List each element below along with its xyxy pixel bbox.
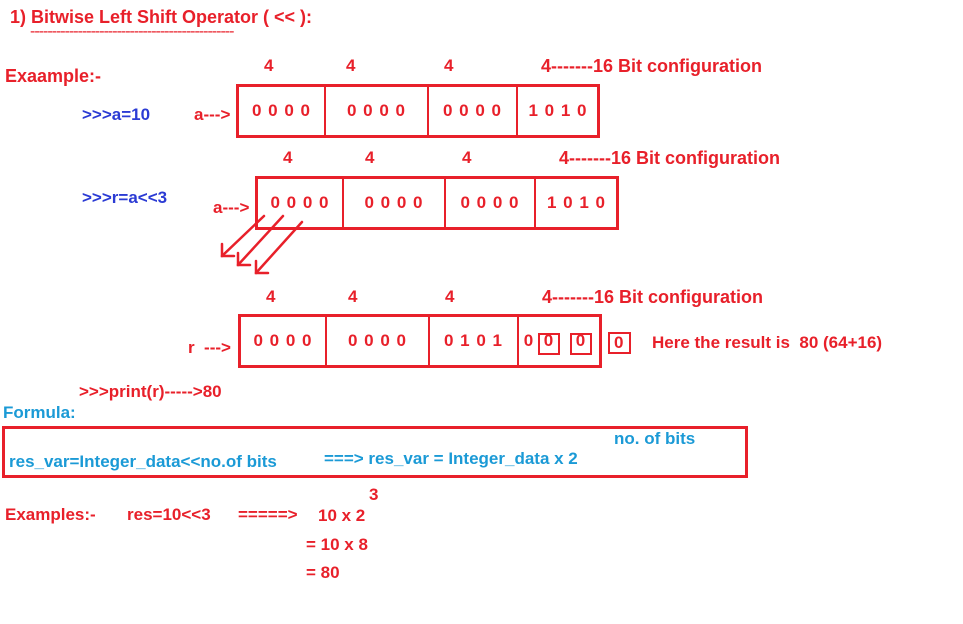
s3-pointer: r ---> [188, 338, 231, 357]
shift-arrow-3-line [254, 220, 304, 275]
s2-bit-box: 0 0 0 0 0 0 0 0 0 0 0 0 1 0 1 0 [255, 176, 619, 230]
s2-cell-3: 0 0 0 0 [460, 193, 520, 212]
s3-cell-1: 0 0 0 0 [253, 331, 313, 350]
shift-arrow-2-head [236, 251, 252, 267]
example-exponent: 3 [369, 485, 379, 504]
s1-nibble-label-1: 4 [264, 56, 274, 75]
shift-arrow-2-line [236, 214, 285, 267]
s2-cell-1: 0 0 0 0 [270, 193, 330, 212]
s3-cell-4-bit-2: 0 [543, 331, 555, 350]
s3-divider [428, 317, 430, 365]
s2-divider [534, 179, 536, 227]
s1-code: >>>a=10 [82, 105, 151, 124]
formula-box [2, 426, 748, 478]
s1-pointer: a---> [194, 105, 231, 124]
s2-cell-2: 0 0 0 0 [364, 193, 424, 212]
s2-nibble-label-4: 4-------16 Bit configuration [559, 148, 780, 168]
examples-step2: = 10 x 8 [306, 535, 368, 554]
s2-pointer: a---> [213, 198, 250, 217]
shift-arrow-3-head [254, 259, 270, 275]
formula-superscript: no. of bits [614, 429, 696, 448]
s2-code: >>>r=a<<3 [82, 188, 168, 207]
result-text: Here the result is 80 (64+16) [652, 333, 883, 352]
shift-arrow-1-head [220, 242, 236, 258]
s1-bit-box: 0 0 0 0 0 0 0 0 0 0 0 0 1 0 1 0 [236, 84, 600, 138]
s3-nibble-label-2: 4 [348, 287, 358, 306]
formula-left: res_var=Integer_data<<no.of bits [9, 452, 277, 471]
s1-divider [324, 87, 326, 135]
s3-cell-2: 0 0 0 0 [348, 331, 407, 350]
s3-cell-3: 0 1 0 1 [444, 331, 503, 350]
shifted-in-zero-box [570, 333, 592, 355]
s3-cell-4-bit-3: 0 [575, 331, 587, 350]
s1-cell-1: 0 0 0 0 [252, 101, 311, 120]
s1-cell-2: 0 0 0 0 [347, 101, 406, 120]
s1-nibble-label-3: 4 [444, 56, 454, 75]
print-line: >>>print(r)----->80 [79, 382, 222, 401]
s1-cell-3: 0 0 0 0 [443, 101, 502, 120]
formula-label: Formula: [3, 403, 76, 422]
s1-nibble-label-2: 4 [346, 56, 356, 75]
examples-label: Examples:- [5, 505, 96, 524]
shift-arrow-1-line [220, 214, 266, 258]
examples-arrow: =====> [238, 505, 298, 524]
shifted-in-zero-box-outside [608, 332, 631, 354]
examples-step3: = 80 [306, 563, 340, 582]
s3-nibble-label-4: 4-------16 Bit configuration [542, 287, 763, 307]
s1-cell-4: 1 0 1 0 [528, 101, 588, 120]
title-underline: ----------------------------------------… [30, 23, 234, 40]
s2-nibble-label-3: 4 [462, 148, 472, 167]
s3-cell-4-bit-1: 0 [523, 331, 535, 350]
s3-bit-box: 0 0 0 0 0 0 0 0 0 1 0 1 0 0 0 [238, 314, 602, 368]
example-label: Exaample:- [5, 66, 102, 86]
s2-divider [444, 179, 446, 227]
s3-divider [517, 317, 519, 365]
s1-divider [427, 87, 429, 135]
s2-nibble-label-2: 4 [365, 148, 375, 167]
s3-extra-bit: 0 [614, 333, 624, 352]
s1-nibble-label-4: 4-------16 Bit configuration [541, 56, 762, 76]
s2-divider [342, 179, 344, 227]
s3-nibble-label-3: 4 [445, 287, 455, 306]
s2-nibble-label-1: 4 [283, 148, 293, 167]
formula-right: ===> res_var = Integer_data x 2 [324, 449, 578, 468]
page-title: 1) Bitwise Left Shift Operator ( << ): [10, 7, 313, 27]
s1-divider [516, 87, 518, 135]
examples-step1: 10 x 2 [318, 506, 366, 525]
examples-expression: res=10<<3 [127, 505, 211, 524]
s3-nibble-label-1: 4 [266, 287, 276, 306]
s3-divider [325, 317, 327, 365]
s2-cell-4: 1 0 1 0 [547, 193, 606, 212]
shifted-in-zero-box [538, 333, 560, 355]
